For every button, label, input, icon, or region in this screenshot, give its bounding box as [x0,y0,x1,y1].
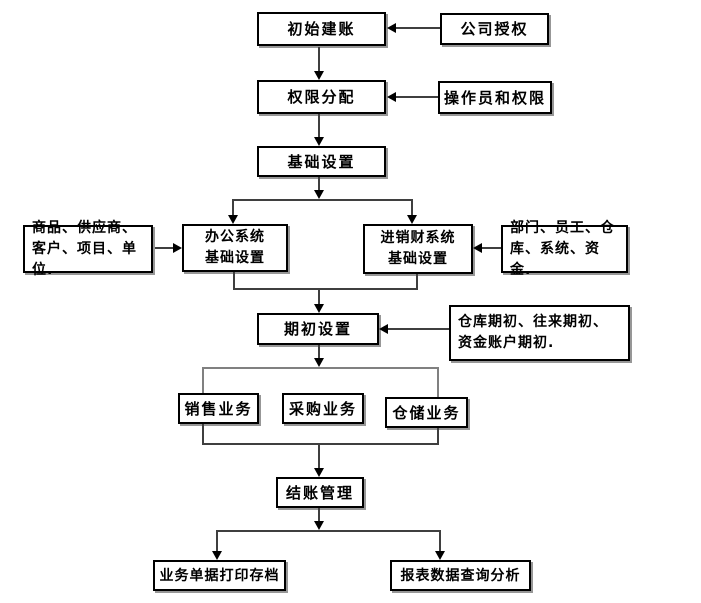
arrowhead-left-icon [387,23,396,33]
node-operators-permissions: 操作员和权限 [438,81,552,114]
connector [437,367,439,397]
node-jxc-system: 进销财系统 基础设置 [363,224,473,274]
node-sales-business: 销售业务 [178,393,259,424]
arrowhead-down-icon [228,215,238,224]
connector [388,328,449,330]
connector [155,247,174,249]
arrowhead-down-icon [314,71,324,80]
node-company-auth: 公司授权 [440,13,549,45]
connector [233,272,235,288]
connector [318,114,320,140]
connector [216,530,441,532]
connector [232,199,234,216]
arrowhead-left-icon [379,324,388,334]
arrowhead-right-icon [173,243,182,253]
node-warehouse-business: 仓储业务 [385,397,468,428]
connector [318,345,320,359]
connector [396,96,438,98]
node-dept-note: 部门、员工、仓库、系统、资金. [501,220,628,278]
arrowhead-down-icon [314,358,324,367]
connector [233,288,418,290]
node-purchase-business: 采购业务 [282,393,364,424]
node-report-analysis: 报表数据查询分析 [390,560,531,591]
arrowhead-down-icon [314,521,324,530]
connector [416,274,418,288]
connector [396,27,440,29]
connector [318,288,320,305]
connector [202,367,439,369]
connector [318,508,320,522]
connector [232,199,413,201]
arrowhead-down-icon [314,304,324,313]
node-goods-note: 商品、供应商、客户、项目、单位. [23,220,153,278]
node-office-system: 办公系统 基础设置 [182,224,288,272]
node-print-archive: 业务单据打印存档 [153,560,286,591]
connector [411,199,413,216]
node-opening-note: 仓库期初、往来期初、资金账户期初. [449,305,630,361]
connector [318,47,320,73]
arrowhead-left-icon [473,243,482,253]
arrowhead-down-icon [407,215,417,224]
arrowhead-down-icon [435,551,445,560]
connector [216,530,218,552]
arrowhead-down-icon [314,137,324,146]
node-opening-settings: 期初设置 [257,313,379,345]
connector [437,428,439,443]
arrowhead-down-icon [212,551,222,560]
connector [318,443,320,469]
node-permission-assignment: 权限分配 [257,80,386,114]
connector [202,443,439,445]
connector [202,367,204,393]
node-basic-settings: 基础设置 [257,146,386,177]
arrowhead-left-icon [387,92,396,102]
connector [439,530,441,552]
arrowhead-down-icon [314,468,324,477]
node-closing-management: 结账管理 [276,477,364,508]
connector [318,177,320,191]
arrowhead-down-icon [314,190,324,199]
node-initial-account: 初始建账 [257,12,386,46]
connector [482,247,501,249]
connector [202,424,204,443]
